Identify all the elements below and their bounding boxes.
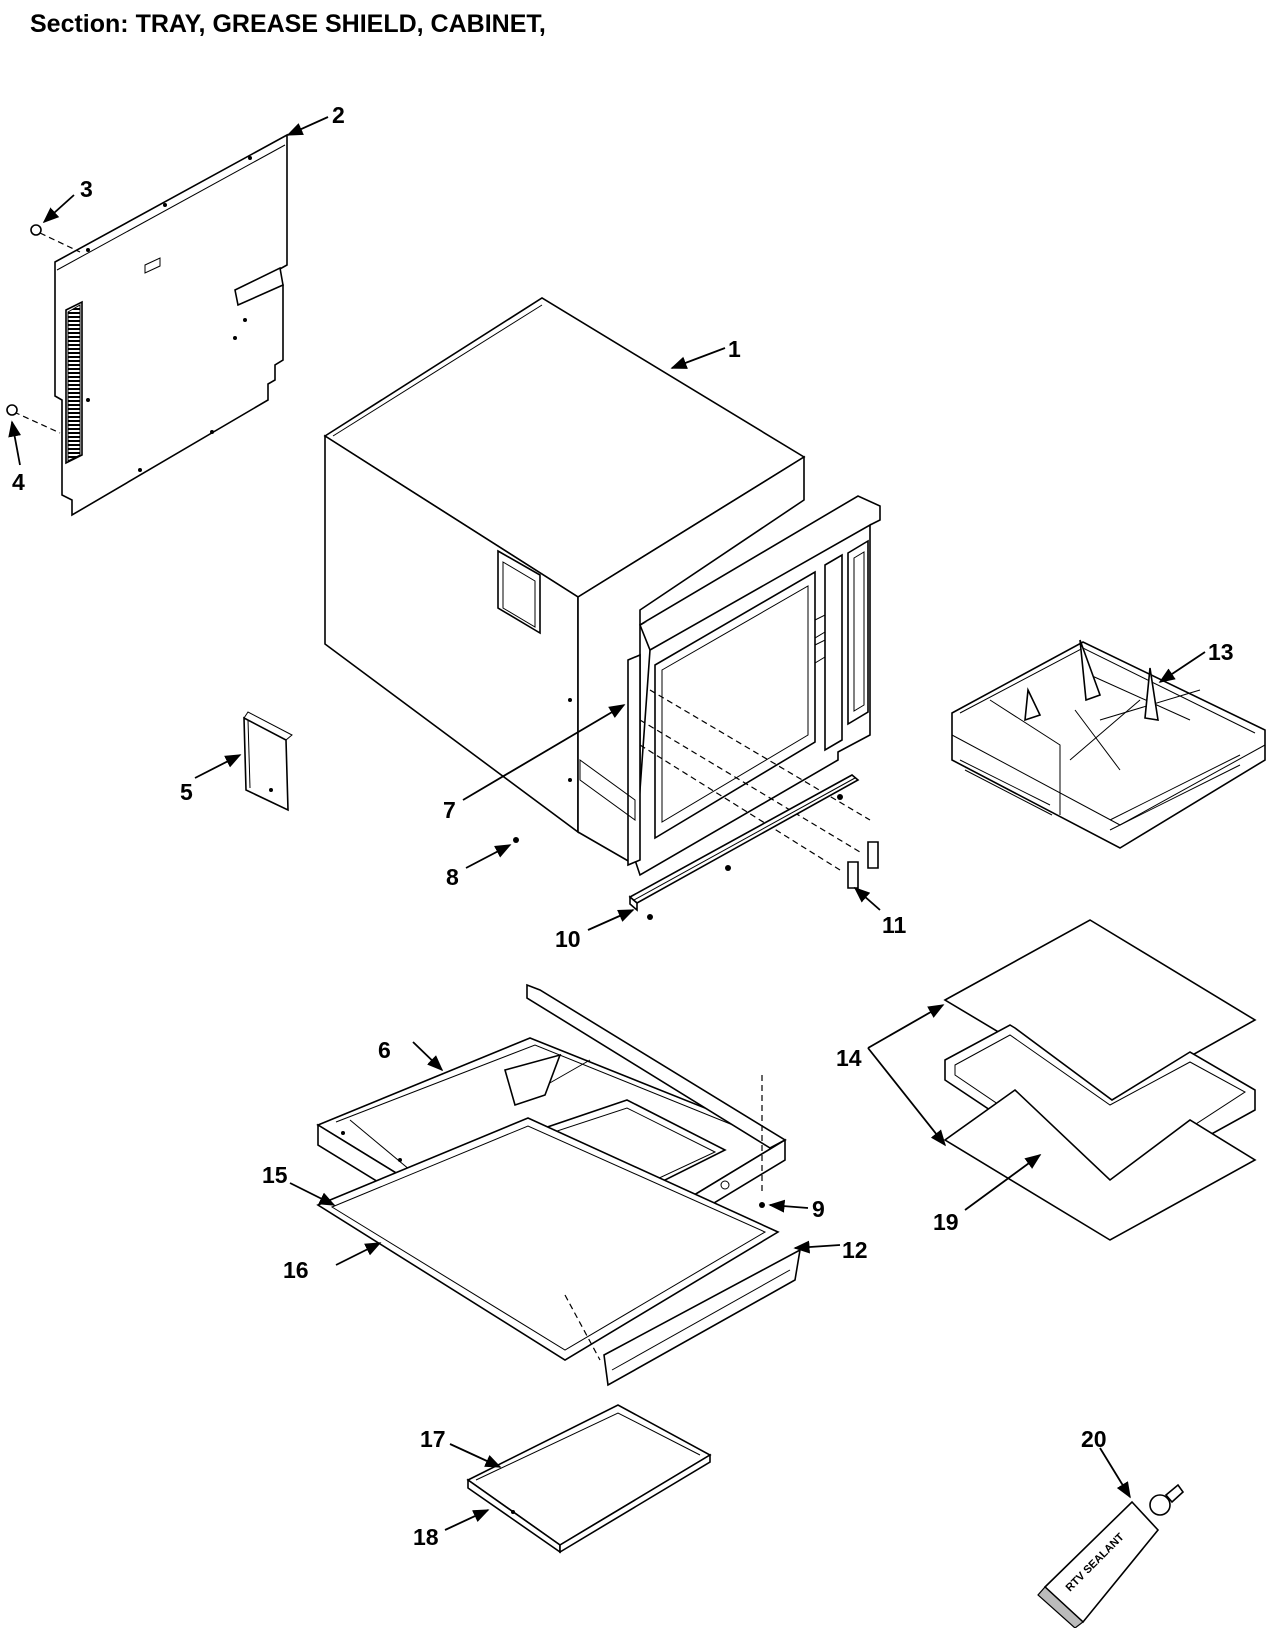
callout-12: 12	[842, 1237, 868, 1263]
cabinet-part	[323, 297, 881, 877]
callout-8: 8	[446, 864, 459, 890]
grease-shield-assembly	[316, 983, 802, 1387]
section-title: Section: TRAY, GREASE SHIELD, CABINET,	[30, 10, 546, 38]
callout-13: 13	[1208, 639, 1234, 665]
callout-3: 3	[80, 176, 93, 202]
callout-labels: 1 2 3 4 5 6 7 8 9 10 11 12 13 14 15 16 1…	[12, 102, 1234, 1550]
callout-2: 2	[332, 102, 345, 128]
tray-part	[951, 639, 1266, 849]
callout-18: 18	[413, 1524, 439, 1550]
callout-19: 19	[933, 1209, 959, 1235]
callout-7: 7	[443, 797, 456, 823]
callout-9: 9	[812, 1196, 825, 1222]
callout-16: 16	[283, 1257, 309, 1283]
crumb-tray-part	[466, 1404, 712, 1554]
rear-panel-part	[6, 133, 288, 517]
clip-parts	[847, 841, 879, 889]
door-gasket-part	[639, 689, 871, 871]
callout-6: 6	[378, 1037, 391, 1063]
callout-14: 14	[836, 1045, 862, 1071]
callout-10: 10	[555, 926, 581, 952]
sealant-tube-part: RTV SEALANT	[1037, 1483, 1185, 1628]
small-cover-part	[243, 711, 293, 812]
callout-17: 17	[420, 1426, 446, 1452]
callout-15: 15	[262, 1162, 288, 1188]
callout-11: 11	[882, 912, 907, 938]
callout-leaders	[8, 116, 1206, 1531]
callout-5: 5	[180, 779, 193, 805]
callout-20: 20	[1081, 1426, 1107, 1452]
glass-frame-assembly	[943, 919, 1257, 1241]
callout-4: 4	[12, 469, 25, 495]
callout-1: 1	[728, 336, 741, 362]
front-rail-part	[513, 774, 860, 920]
